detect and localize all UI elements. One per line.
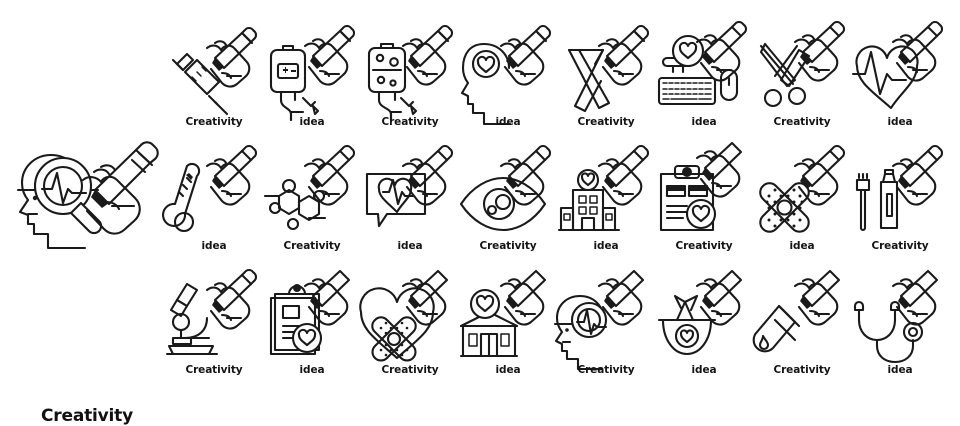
icon-sheet-canvas: Creativity <box>2 21 960 426</box>
head-magnifier-heartbeat-with-hand-pencil-icon <box>553 269 655 371</box>
icon-cell[interactable]: idea <box>851 269 949 394</box>
keyboard-mouse-heart-search-with-hand-pencil-icon <box>655 21 753 118</box>
icon-cell[interactable]: Creativity <box>753 21 851 146</box>
icon-label: Creativity <box>283 240 341 252</box>
heart-with-bandage-plaster-and-hand-pencil-icon <box>359 269 459 366</box>
clinic-building-heart-magnifier-with-hand-pencil-icon <box>459 269 557 366</box>
featured-icon-block[interactable]: Creativity <box>2 140 172 426</box>
icon-label: idea <box>299 116 325 128</box>
icon-label: idea <box>887 116 913 128</box>
icon-cell[interactable]: Creativity <box>263 145 361 270</box>
icon-cell[interactable]: Creativity <box>165 269 263 394</box>
icon-cell[interactable]: idea <box>361 145 459 270</box>
icon-cell[interactable]: Creativity <box>655 141 753 270</box>
icon-label: idea <box>593 240 619 252</box>
icon-cell[interactable]: Creativity <box>752 269 851 394</box>
icon-cell[interactable]: idea <box>263 269 361 394</box>
icon-label: Creativity <box>479 240 537 252</box>
head-with-magnifier-heartbeat-and-hand-drawing-icon <box>2 140 172 260</box>
chat-bubble-heart-pulse-with-hand-pencil-icon <box>361 145 459 242</box>
icon-cell[interactable]: idea <box>557 145 655 270</box>
icon-cell[interactable]: Creativity <box>359 269 459 394</box>
icon-label: Creativity <box>773 116 831 128</box>
hospital-building-heart-with-hand-pencil-icon <box>557 145 655 242</box>
mortar-pestle-heart-with-hand-pencil-icon <box>655 269 753 366</box>
scissors-with-hand-pencil-icon <box>753 21 851 118</box>
icon-grid: Creativity <box>162 21 960 388</box>
featured-icon-label: Creativity <box>41 406 133 426</box>
icon-label: idea <box>397 240 423 252</box>
icon-cell[interactable]: Creativity <box>557 25 655 146</box>
icon-label: idea <box>887 364 913 376</box>
awareness-ribbon-with-hand-pencil-icon <box>557 25 655 118</box>
crossed-bandages-plaster-with-hand-pencil-icon <box>753 145 851 242</box>
icon-label: idea <box>299 364 325 376</box>
icon-cell[interactable]: Creativity <box>851 145 949 270</box>
icon-label: Creativity <box>381 116 439 128</box>
icon-label: Creativity <box>871 240 929 252</box>
microscope-with-hand-pencil-icon <box>165 269 263 366</box>
stethoscope-with-hand-pencil-icon <box>851 269 949 366</box>
icon-cell[interactable]: idea <box>263 25 361 146</box>
icon-label: Creativity <box>185 116 243 128</box>
icon-label: idea <box>691 364 717 376</box>
head-heart-mind-with-hand-pencil-icon <box>459 25 557 126</box>
thermometer-with-hand-pencil-icon <box>162 145 263 242</box>
icon-label: idea <box>495 364 521 376</box>
test-tube-drop-with-hand-pencil-icon <box>752 269 851 366</box>
toothbrush-toothpaste-with-hand-pencil-icon <box>851 145 949 242</box>
iv-drip-bag-with-hand-pencil-icon <box>361 25 459 122</box>
icon-cell[interactable]: Creativity <box>165 27 263 146</box>
icon-label: idea <box>691 116 717 128</box>
icon-cell[interactable]: Creativity <box>553 269 655 394</box>
molecule-chemistry-with-hand-pencil-icon <box>263 145 361 242</box>
patient-clipboard-heart-with-hand-pencil-icon <box>263 269 361 366</box>
icon-label: idea <box>495 116 521 128</box>
icon-cell[interactable]: idea <box>851 21 949 146</box>
icon-label: Creativity <box>577 116 635 128</box>
icon-cell[interactable]: idea <box>655 269 753 394</box>
syringe-with-hand-pencil-icon <box>165 27 263 118</box>
icon-label: idea <box>789 240 815 252</box>
blood-bag-with-hand-pencil-icon <box>263 25 361 122</box>
icon-label: Creativity <box>675 240 733 252</box>
icon-cell[interactable]: idea <box>459 269 557 394</box>
icon-cell[interactable]: idea <box>753 145 851 270</box>
medical-report-clipboard-heart-with-hand-pencil-icon <box>655 141 753 242</box>
icon-label: Creativity <box>381 364 439 376</box>
icon-cell[interactable]: Creativity <box>361 25 459 146</box>
icon-cell[interactable]: Creativity <box>459 145 557 270</box>
icon-cell[interactable]: idea <box>655 21 753 146</box>
icon-label: Creativity <box>577 364 635 376</box>
icon-label: Creativity <box>185 364 243 376</box>
icon-label: idea <box>201 240 227 252</box>
eye-vision-with-hand-pencil-icon <box>459 145 557 242</box>
heart-heartbeat-pulse-with-hand-pencil-icon <box>851 21 949 118</box>
icon-label: Creativity <box>773 364 831 376</box>
icon-cell[interactable]: idea <box>162 145 263 270</box>
icon-cell[interactable]: idea <box>459 25 557 146</box>
